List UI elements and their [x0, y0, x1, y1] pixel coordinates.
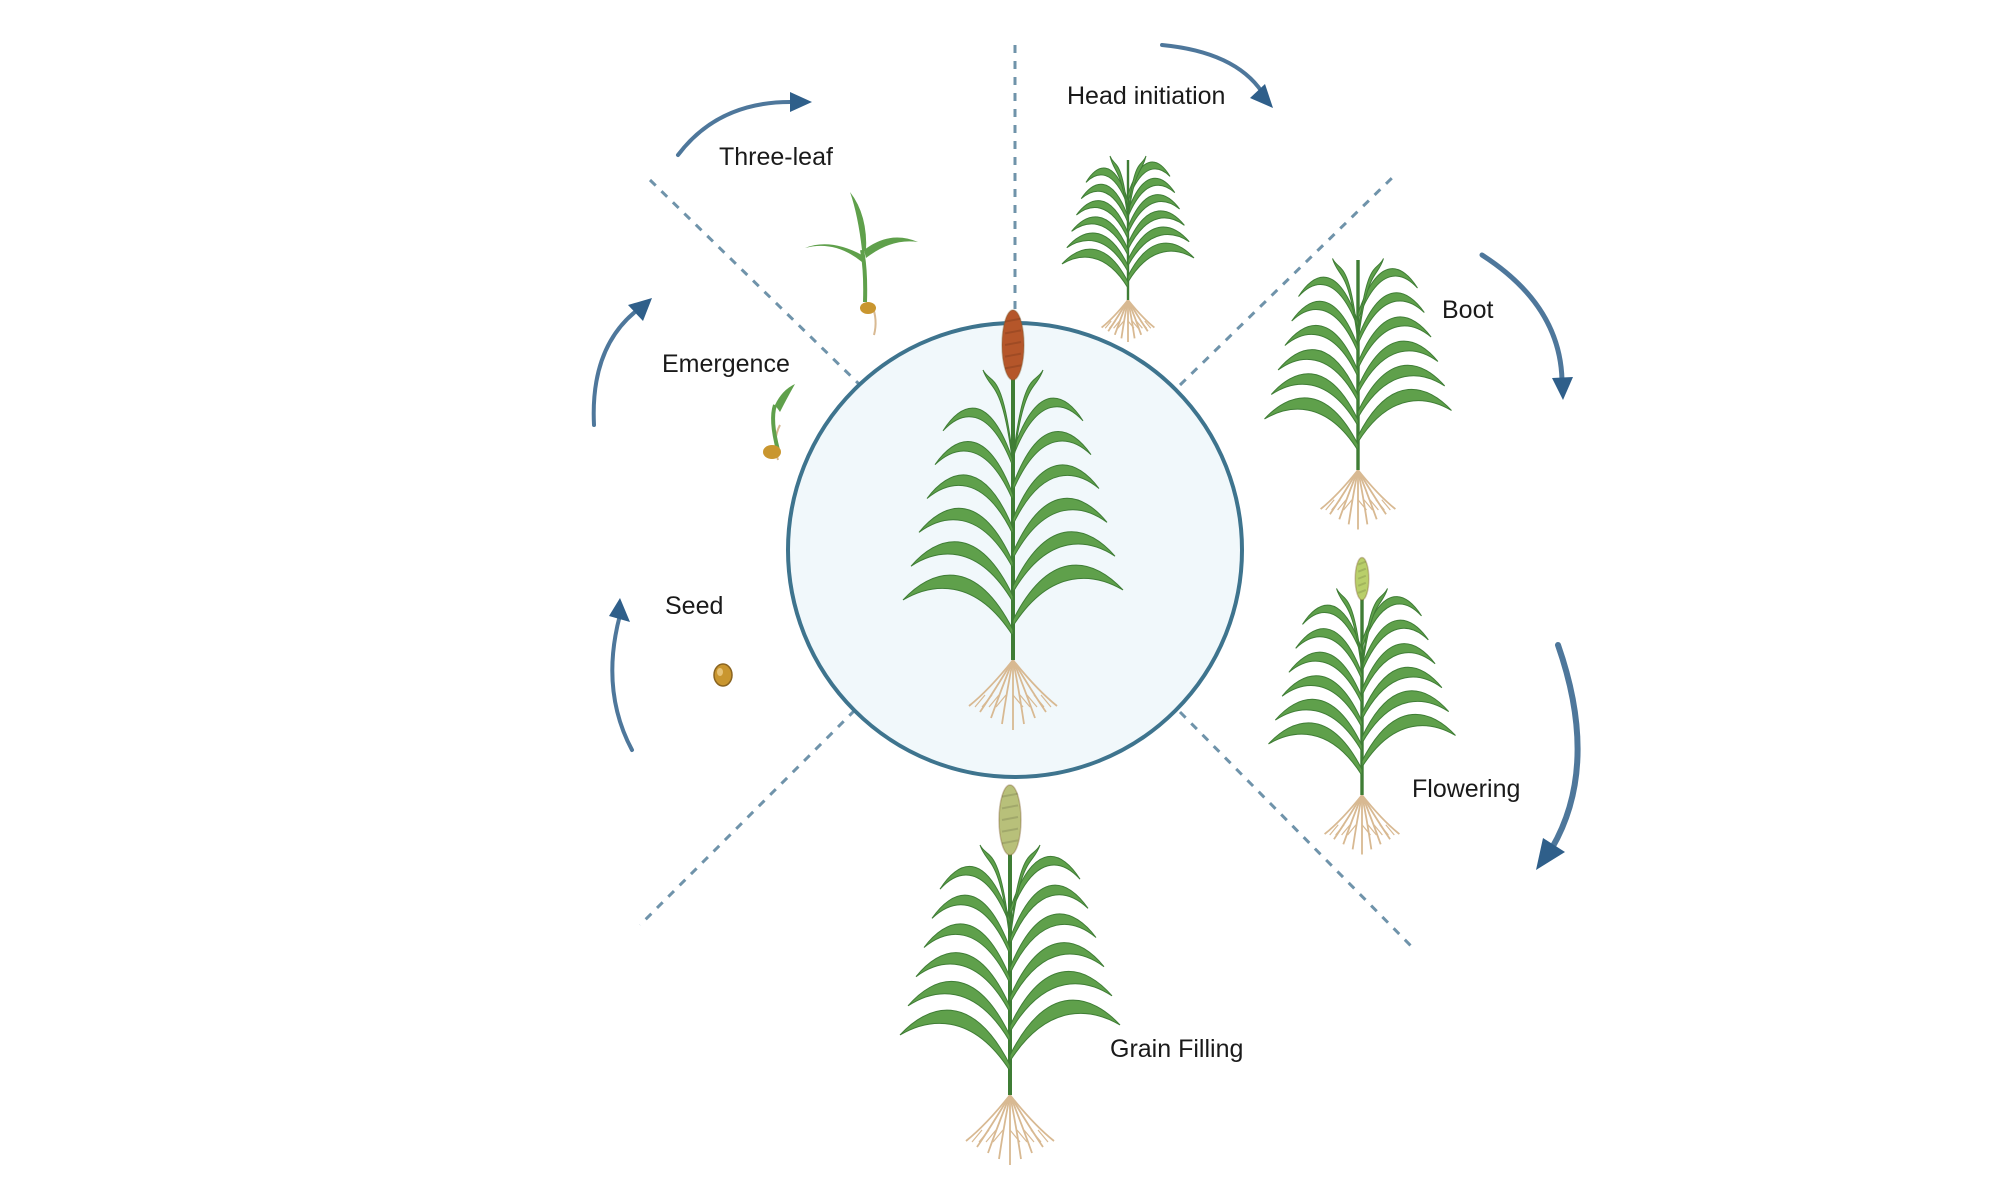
- arrow-boot-to-flowering: [1479, 252, 1573, 400]
- large-plants: [899, 155, 1456, 1165]
- arrow-threeleaf-to-head: [676, 92, 812, 157]
- divider-upper-left: [648, 178, 862, 387]
- label-flowering: Flowering: [1412, 775, 1521, 803]
- seed-illustration: [713, 663, 733, 687]
- label-head-initiation: Head initiation: [1067, 82, 1226, 110]
- divider-lower-right: [1178, 710, 1417, 952]
- label-emergence: Emergence: [662, 350, 790, 378]
- cycle-arrows: [591, 43, 1581, 870]
- center-sorghum-plant-illustration: [902, 309, 1124, 730]
- label-grain-filling: Grain Filling: [1110, 1035, 1244, 1063]
- three-leaf-seedling-illustration: [805, 192, 918, 336]
- arrow-head-to-boot: [1160, 43, 1273, 108]
- emergence-seedling-illustration: [763, 384, 795, 461]
- divider-upper-right: [1178, 173, 1397, 387]
- label-three-leaf: Three-leaf: [719, 143, 833, 171]
- arrow-seed-to-emergence: [609, 598, 634, 752]
- divider-lines: [440, 45, 1580, 952]
- flowering-plant-illustration: [1268, 556, 1456, 855]
- boot-plant-illustration: [1264, 258, 1452, 530]
- head-initiation-plant-illustration: [1061, 155, 1195, 342]
- grain-filling-plant-illustration: [899, 784, 1121, 1165]
- label-boot: Boot: [1442, 296, 1494, 324]
- arrow-emergence-to-threeleaf: [591, 298, 652, 427]
- label-seed: Seed: [665, 592, 724, 620]
- arrow-flowering-to-grainfilling: [1536, 642, 1581, 870]
- divider-lower-left: [638, 708, 857, 927]
